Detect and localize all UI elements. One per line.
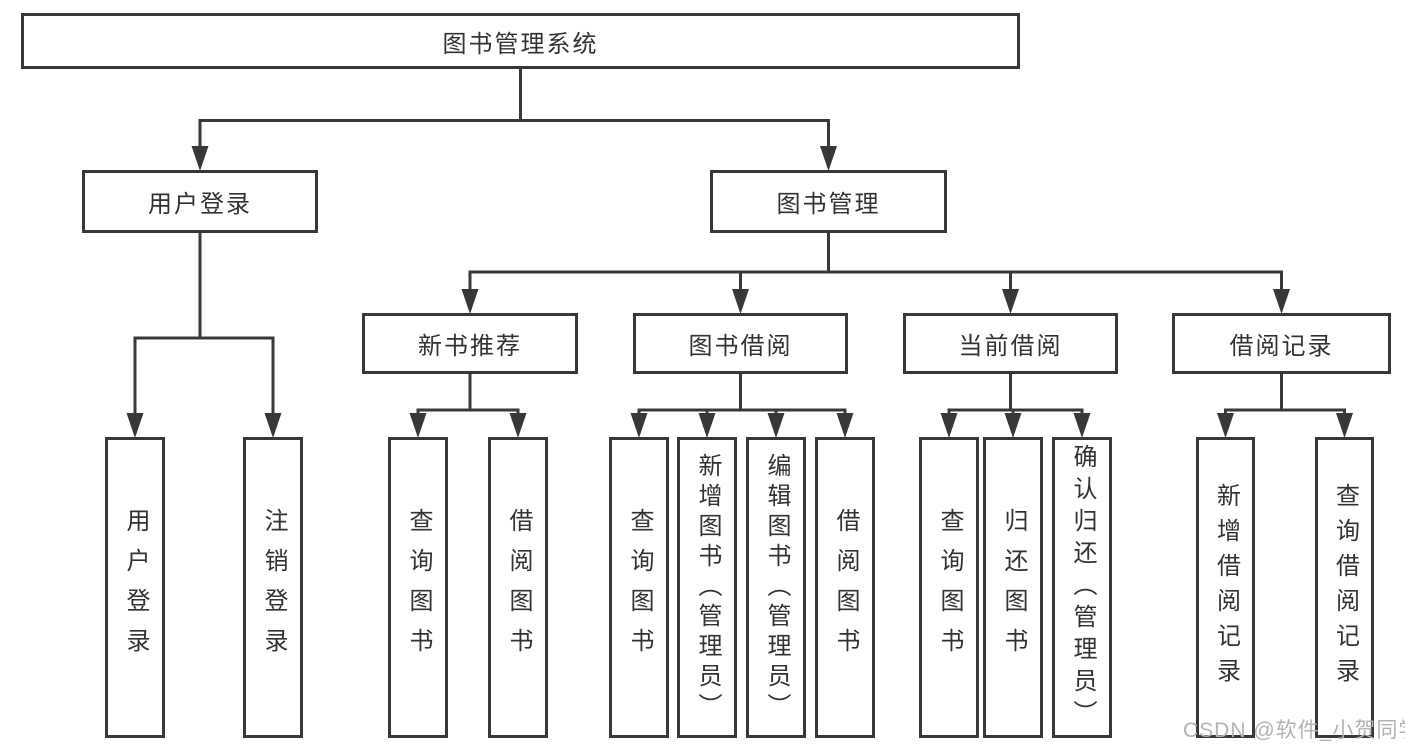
connector-line	[1224, 374, 1346, 420]
leaf-user-login: 用户登录	[105, 437, 165, 738]
arrowhead-down-icon	[630, 413, 648, 438]
arrowhead-down-icon	[698, 413, 716, 438]
leaf-logout: 注销登录	[243, 437, 303, 738]
node-current-borrow-label: 当前借阅	[958, 333, 1063, 360]
edge-user-login-children	[126, 233, 282, 438]
leaf-query-borrow-record-label: 查询借阅记录	[1331, 482, 1359, 693]
node-new-book-recommend-label: 新书推荐	[418, 333, 522, 360]
node-borrow-record: 借阅记录	[1172, 313, 1391, 374]
arrowhead-down-icon	[1002, 289, 1019, 314]
arrowhead-down-icon	[461, 289, 479, 314]
arrowhead-down-icon	[767, 413, 785, 438]
node-current-borrow: 当前借阅	[903, 313, 1118, 374]
arrowhead-down-icon	[1073, 413, 1091, 438]
arrowhead-down-icon	[509, 413, 527, 438]
leaf-add-borrow-record-label: 新增借阅记录	[1212, 482, 1240, 693]
leaf-return-book-label: 归还图书	[1000, 507, 1027, 668]
leaf-add-borrow-record: 新增借阅记录	[1196, 437, 1255, 738]
arrowhead-down-icon	[732, 289, 749, 314]
leaf-logout-label: 注销登录	[260, 507, 287, 668]
node-root: 图书管理系统	[21, 13, 1020, 69]
leaf-borrow-book-1-label: 借阅图书	[505, 507, 532, 668]
node-book-borrow-label: 图书借阅	[688, 333, 793, 360]
csdn-watermark: CSDN @软件_小贺同学	[1183, 719, 1405, 742]
node-book-management-label: 图书管理	[776, 191, 881, 218]
edge-book-management-children	[461, 233, 1290, 314]
arrowhead-down-icon	[126, 413, 144, 438]
connector-line	[198, 67, 830, 151]
node-borrow-record-label: 借阅记录	[1229, 333, 1334, 360]
edge-book-borrow-children	[630, 374, 854, 438]
leaf-query-book-2: 查询图书	[609, 437, 669, 738]
arrowhead-down-icon	[191, 146, 209, 171]
connector-line	[637, 374, 847, 420]
arrowhead-down-icon	[940, 413, 958, 438]
leaf-add-book-admin-label: 新增图书（管理员）	[694, 452, 721, 723]
leaf-borrow-book-2-label: 借阅图书	[832, 507, 859, 668]
arrowhead-down-icon	[1217, 413, 1234, 438]
node-book-borrow: 图书借阅	[633, 313, 848, 374]
connector-line	[416, 374, 520, 420]
leaf-query-book-2-label: 查询图书	[626, 507, 653, 668]
node-user-login-label: 用户登录	[148, 191, 252, 218]
arrowhead-down-icon	[409, 413, 427, 438]
leaf-borrow-book-1: 借阅图书	[488, 437, 548, 738]
leaf-user-login-label: 用户登录	[122, 507, 149, 668]
connector-line	[133, 233, 275, 418]
edge-borrow-record-children	[1217, 374, 1353, 438]
leaf-query-book-1-label: 查询图书	[405, 507, 432, 668]
leaf-query-borrow-record: 查询借阅记录	[1315, 437, 1374, 738]
leaf-query-book-3: 查询图书	[919, 437, 979, 738]
edge-current-borrow-children	[940, 374, 1091, 438]
arrowhead-down-icon	[1336, 413, 1353, 438]
leaf-add-book-admin: 新增图书（管理员）	[677, 437, 737, 738]
node-new-book-recommend: 新书推荐	[362, 313, 578, 374]
arrowhead-down-icon	[836, 413, 854, 438]
arrowhead-down-icon	[264, 413, 282, 438]
leaf-edit-book-admin: 编辑图书（管理员）	[746, 437, 806, 738]
leaf-query-book-1: 查询图书	[388, 437, 448, 738]
arrowhead-down-icon	[1273, 289, 1290, 314]
node-user-login: 用户登录	[82, 170, 318, 233]
leaf-query-book-3-label: 查询图书	[936, 507, 963, 668]
node-book-management: 图书管理	[710, 170, 947, 233]
leaf-return-book: 归还图书	[983, 437, 1043, 738]
node-root-label: 图书管理系统	[442, 30, 599, 58]
arrowhead-down-icon	[1004, 413, 1022, 438]
edge-new-book-children	[409, 374, 527, 438]
edge-root-to-level2	[191, 67, 837, 171]
leaf-confirm-return-admin: 确认归还（管理员）	[1052, 437, 1112, 738]
leaf-confirm-return-admin-label: 确认归还（管理员）	[1069, 443, 1096, 732]
leaf-borrow-book-2: 借阅图书	[815, 437, 875, 738]
leaf-edit-book-admin-label: 编辑图书（管理员）	[763, 452, 790, 723]
arrowhead-down-icon	[820, 146, 837, 171]
connector-line	[468, 233, 1283, 296]
